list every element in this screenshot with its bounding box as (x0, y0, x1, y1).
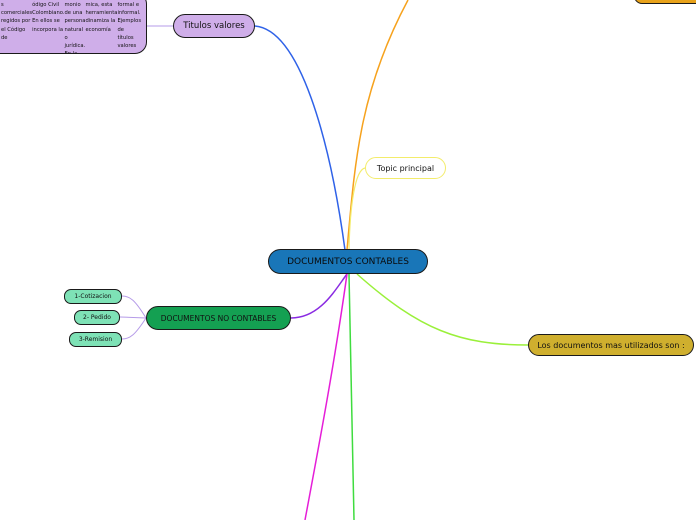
topic-principal-node[interactable]: Topic principal (365, 157, 446, 179)
description-line: ódigo Civil Colombiano. En ellos se inco… (32, 2, 65, 33)
central-topic-node[interactable]: DOCUMENTOS CONTABLES (268, 249, 428, 274)
connector-topic-principal (348, 167, 366, 251)
description-line: s comerciales regidos por el Código de (1, 2, 33, 41)
connector-titulos-valores (254, 25, 346, 251)
child-pedido-node[interactable]: 2- Pedido (74, 310, 120, 325)
child-remision-node[interactable]: 3-Remision (69, 332, 122, 347)
child-label: 1-Cotizacion (74, 293, 112, 300)
child-label: 2- Pedido (83, 314, 111, 321)
connector-child-remision (121, 317, 147, 340)
description-line: monio de una persona natural o jurídica.… (64, 2, 86, 53)
description-line: formal e informal. Ejemplos de títulos v… (117, 2, 142, 50)
central-topic-label: DOCUMENTOS CONTABLES (287, 256, 409, 267)
connector-child-cotizacion (121, 295, 147, 319)
documentos-usados-node[interactable]: Los documentos mas utilizados son : (528, 334, 694, 356)
topic-principal-label: Topic principal (376, 163, 435, 173)
connector-documentos-usados (356, 273, 529, 346)
connector-no-contables (290, 273, 348, 319)
connector-child-pedido (119, 316, 147, 319)
connector-orange-top (346, 0, 409, 251)
child-cotizacion-node[interactable]: 1-Cotizacion (64, 289, 122, 304)
description-line: mica, esta herramienta dinamiza la econo… (85, 2, 118, 33)
child-label: 3-Remision (78, 336, 113, 343)
documentos-no-contables-label: DOCUMENTOS NO CONTABLES (160, 313, 277, 323)
titulos-valores-description[interactable]: s comerciales regidos por el Código de ó… (0, 0, 147, 54)
documentos-usados-label: Los documentos mas utilizados son : (537, 340, 685, 350)
titulos-valores-node[interactable]: Titulos valores (173, 14, 255, 38)
connector-magenta-down (304, 273, 348, 520)
documentos-no-contables-node[interactable]: DOCUMENTOS NO CONTABLES (146, 306, 291, 330)
titulos-valores-label: Titulos valores (183, 21, 245, 31)
top-right-node[interactable] (634, 0, 696, 4)
connector-green-down (348, 273, 355, 520)
